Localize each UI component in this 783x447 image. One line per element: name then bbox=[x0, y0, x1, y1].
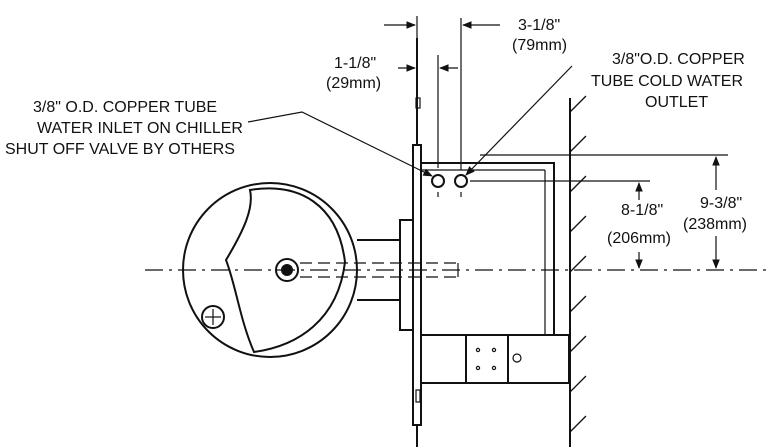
dimension-8-1-8-label: 8-1/8" bbox=[621, 202, 663, 219]
dimension-9-3-8-mm: (238mm) bbox=[683, 216, 747, 233]
dimension-1-1-8: 1-1/8" (29mm) bbox=[326, 55, 458, 92]
outlet-label-line2: TUBE COLD WATER bbox=[591, 73, 743, 90]
dimension-3-1-8-mm: (79mm) bbox=[512, 37, 567, 54]
dimension-1-1-8-label: 1-1/8" bbox=[334, 55, 376, 72]
wall bbox=[569, 95, 587, 447]
dimension-9-3-8-label: 9-3/8" bbox=[700, 195, 742, 212]
chiller-box bbox=[420, 162, 570, 384]
inlet-callout: 3/8" O.D. COPPER TUBE WATER INLET ON CHI… bbox=[5, 99, 433, 177]
outlet-label-line3: OUTLET bbox=[645, 94, 708, 111]
dimension-8-1-8-mm: (206mm) bbox=[607, 230, 671, 247]
mounting-plate bbox=[412, 38, 422, 447]
dimension-9-3-8: 9-3/8" (238mm) bbox=[683, 156, 747, 269]
dimension-3-1-8: 3-1/8" (79mm) bbox=[384, 17, 567, 54]
dimension-1-1-8-mm: (29mm) bbox=[326, 75, 381, 92]
inlet-label-line3: SHUT OFF VALVE BY OTHERS bbox=[5, 141, 235, 158]
outlet-label-line1: 3/8"O.D. COPPER bbox=[612, 51, 745, 68]
dimension-8-1-8: 8-1/8" (206mm) bbox=[607, 182, 671, 269]
extension-lines bbox=[416, 16, 728, 182]
outlet-callout: 3/8"O.D. COPPER TUBE COLD WATER OUTLET bbox=[465, 51, 745, 176]
bowl-bracket bbox=[300, 219, 459, 331]
dimension-3-1-8-label: 3-1/8" bbox=[518, 17, 560, 34]
inlet-label-line2: WATER INLET ON CHILLER bbox=[37, 120, 243, 137]
water-tubes bbox=[431, 174, 468, 197]
inlet-label-line1: 3/8" O.D. COPPER TUBE bbox=[33, 99, 217, 116]
